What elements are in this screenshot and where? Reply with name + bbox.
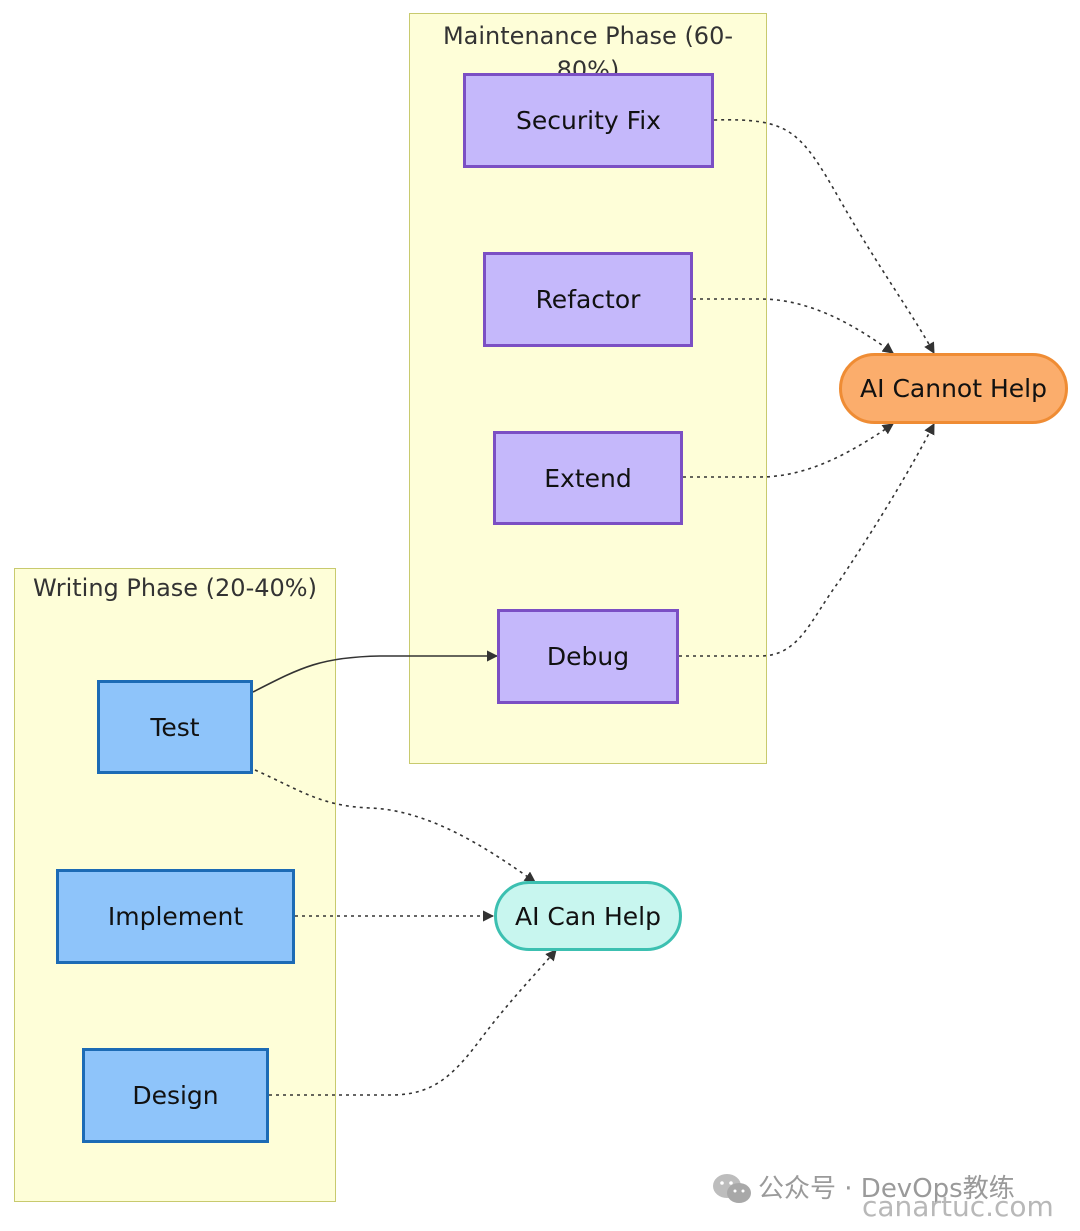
- node-design-label: Design: [132, 1081, 219, 1110]
- node-refactor: Refactor: [483, 252, 693, 347]
- node-test-label: Test: [150, 712, 200, 742]
- node-security-fix: Security Fix: [463, 73, 714, 168]
- node-ai-cannot-help-label: AI Cannot Help: [860, 374, 1047, 403]
- node-extend-label: Extend: [544, 463, 632, 493]
- node-refactor-label: Refactor: [535, 285, 641, 314]
- node-debug-label: Debug: [546, 642, 630, 671]
- node-security-fix-label: Security Fix: [516, 106, 661, 135]
- node-implement: Implement: [56, 869, 295, 964]
- node-test: Test: [97, 680, 253, 774]
- node-design: Design: [82, 1048, 269, 1143]
- node-implement-label: Implement: [107, 902, 244, 931]
- node-debug: Debug: [497, 609, 679, 704]
- wechat-icon: [713, 1174, 751, 1203]
- writing-phase-title: Writing Phase (20-40%): [33, 574, 317, 602]
- watermark-account-text: 公众号 · DevOps教练: [758, 1174, 1015, 1204]
- watermark-site-text: canartuc.com: [862, 1190, 1054, 1223]
- maintenance-phase-title: Maintenance Phase (60-80%): [442, 22, 734, 84]
- watermark: 公众号 · DevOps教练 canartuc.com: [712, 1168, 1072, 1228]
- node-ai-can-help-label: AI Can Help: [515, 901, 661, 931]
- node-ai-cannot-help: AI Cannot Help: [839, 353, 1068, 424]
- node-ai-can-help: AI Can Help: [494, 881, 682, 951]
- node-extend: Extend: [493, 431, 683, 525]
